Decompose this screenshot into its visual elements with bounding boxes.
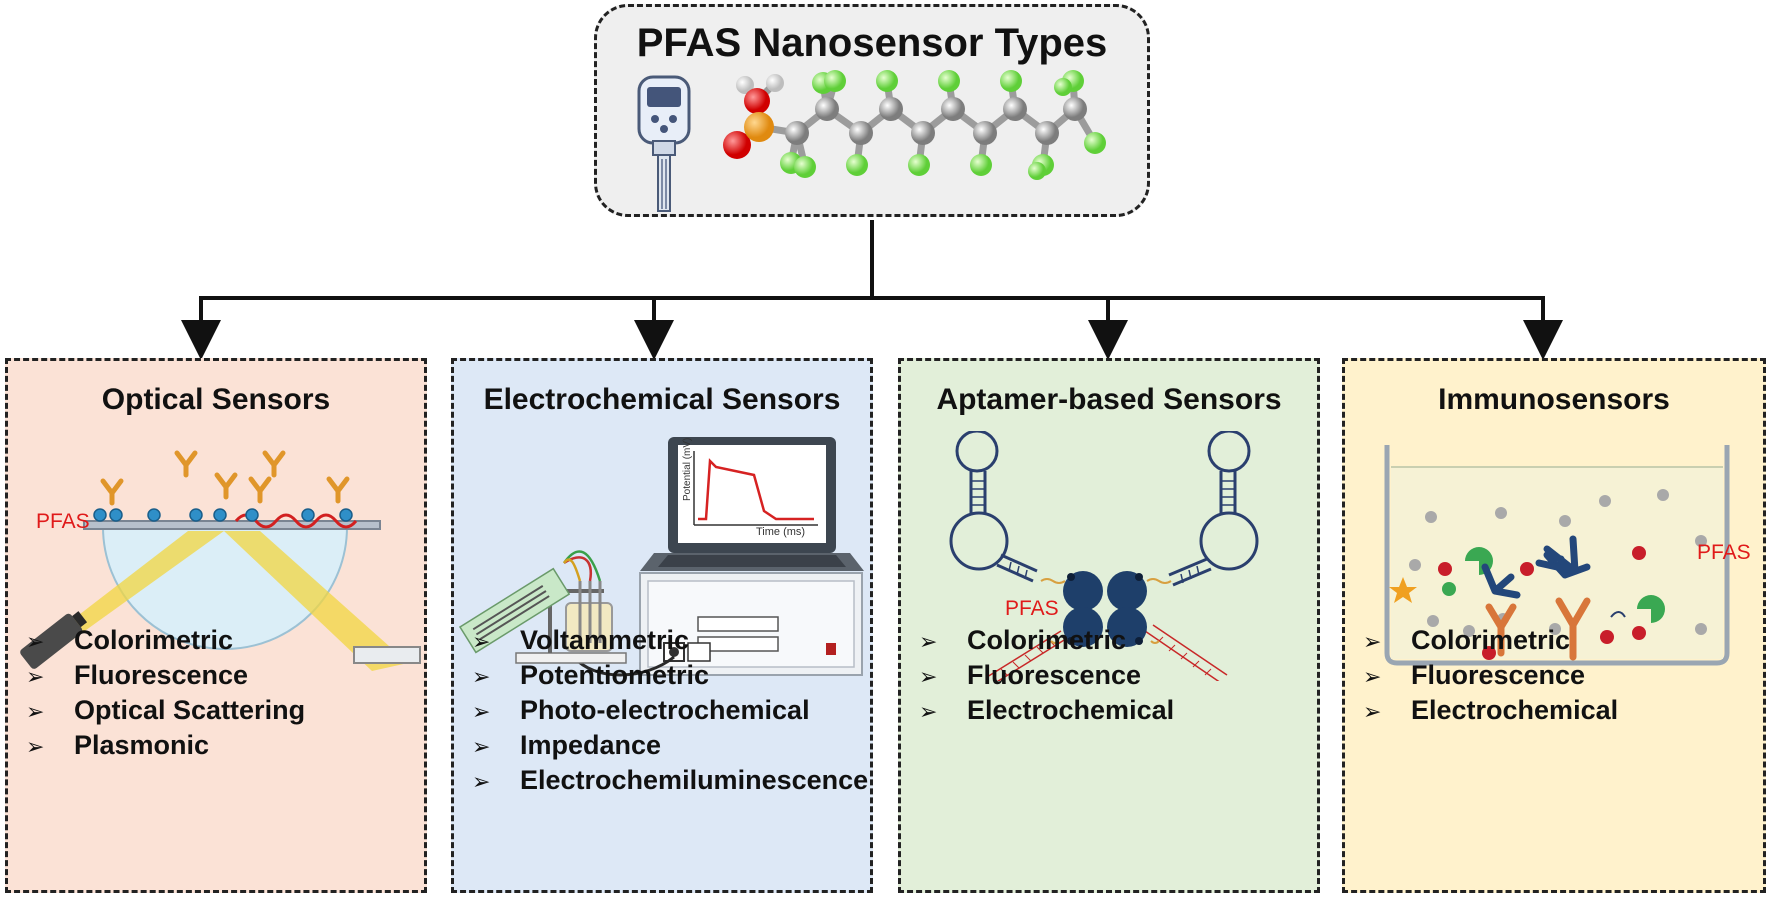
root-node: PFAS Nanosensor Types (594, 4, 1150, 217)
bullet-arrow-icon: ➢ (1363, 699, 1382, 724)
bullet-arrow-icon: ➢ (472, 629, 491, 654)
panel-title: Electrochemical Sensors (483, 383, 841, 416)
method-list: ➢Voltammetric ➢Potentiometric ➢Photo-ele… (472, 623, 868, 798)
method-item: ➢Fluorescence (1363, 658, 1618, 693)
aptamer-illustration (949, 431, 1259, 681)
bullet-arrow-icon: ➢ (919, 664, 938, 689)
method-item: ➢Electrochemiluminescence (472, 763, 868, 798)
panel-title: Aptamer-based Sensors (936, 383, 1282, 416)
method-item: ➢Colorimetric (1363, 623, 1618, 658)
method-item: ➢Electrochemical (919, 693, 1174, 728)
bullet-arrow-icon: ➢ (919, 629, 938, 654)
bullet-arrow-icon: ➢ (1363, 664, 1382, 689)
potential-time-plot: Time (ms) Potential (mV) (682, 438, 805, 538)
optical-sensor-illustration (20, 450, 421, 671)
bullet-arrow-icon: ➢ (26, 629, 45, 654)
electrochemical-setup-illustration (458, 437, 864, 677)
panel-title: Optical Sensors (101, 383, 331, 416)
bullet-arrow-icon: ➢ (472, 769, 491, 794)
svg-text:PFAS: PFAS (36, 510, 90, 533)
root-title: PFAS Nanosensor Types (636, 21, 1108, 65)
method-item: ➢Electrochemical (1363, 693, 1618, 728)
method-list: ➢Colorimetric ➢Fluorescence ➢Optical Sca… (26, 623, 305, 763)
method-item: ➢Optical Scattering (26, 693, 305, 728)
panel-immunosensors: Immunosensors (1342, 358, 1766, 893)
pfas-molecule-icon (723, 70, 1106, 180)
method-item: ➢Colorimetric (919, 623, 1174, 658)
svg-text:PFAS: PFAS (1697, 541, 1751, 564)
bullet-arrow-icon: ➢ (26, 699, 45, 724)
bullet-arrow-icon: ➢ (26, 664, 45, 689)
panel-title: Immunosensors (1438, 383, 1670, 416)
method-item: ➢Fluorescence (919, 658, 1174, 693)
handheld-meter-icon (637, 75, 691, 212)
method-item: ➢Colorimetric (26, 623, 305, 658)
method-list: ➢Colorimetric ➢Fluorescence ➢Electrochem… (1363, 623, 1618, 728)
bullet-arrow-icon: ➢ (472, 699, 491, 724)
method-item: ➢Photo-electrochemical (472, 693, 868, 728)
pfas-label: PFAS (1005, 597, 1059, 620)
immunosensor-container-illustration (1384, 445, 1730, 666)
bullet-arrow-icon: ➢ (472, 734, 491, 759)
bullet-arrow-icon: ➢ (472, 664, 491, 689)
bullet-arrow-icon: ➢ (919, 699, 938, 724)
panel-electrochemical-sensors: Electrochemical Sensors (451, 358, 873, 893)
panel-optical-sensors: Optical Sensors (5, 358, 427, 893)
pfas-label: PFAS (36, 510, 90, 533)
method-item: ➢Fluorescence (26, 658, 305, 693)
panel-aptamer-based-sensors: Aptamer-based Sensors (898, 358, 1320, 893)
method-item: ➢Voltammetric (472, 623, 868, 658)
method-list: ➢Colorimetric ➢Fluorescence ➢Electrochem… (919, 623, 1174, 728)
pfas-label: PFAS (1697, 541, 1751, 564)
method-item: ➢Potentiometric (472, 658, 868, 693)
bullet-arrow-icon: ➢ (1363, 629, 1382, 654)
svg-text:Potential (mV): Potential (mV) (682, 438, 693, 501)
svg-text:Time (ms): Time (ms) (756, 526, 805, 538)
svg-text:PFAS: PFAS (1005, 597, 1059, 620)
method-item: ➢Impedance (472, 728, 868, 763)
bullet-arrow-icon: ➢ (26, 734, 45, 759)
method-item: ➢Plasmonic (26, 728, 305, 763)
